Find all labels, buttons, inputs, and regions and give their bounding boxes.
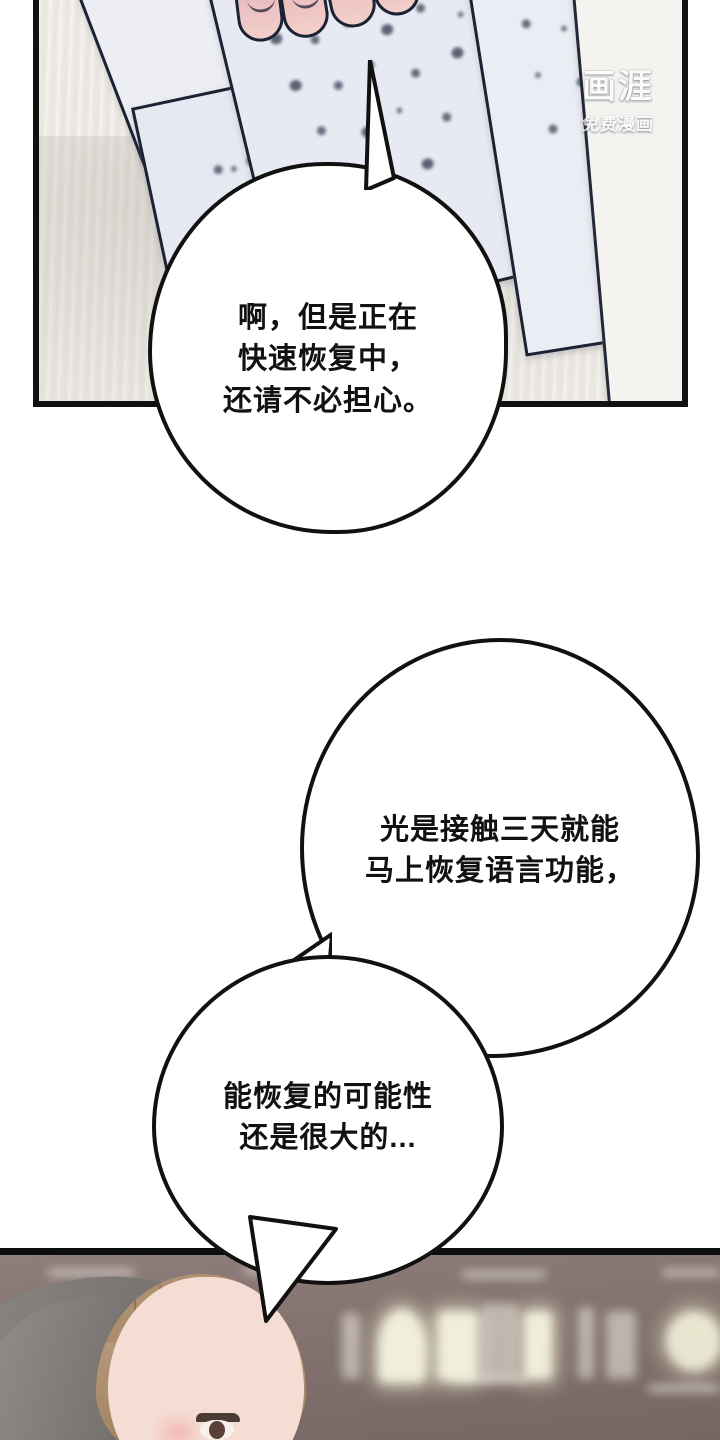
speech-bubble-3-text: 能恢复的可能性 还是很大的... [222,1080,433,1154]
bubble-1-tail [364,60,396,190]
character-eye [196,1413,240,1440]
bar-blurred-shelves [0,1255,720,1440]
speech-bubble-2-text: 光是接触三天就能 马上恢复语言功能， [364,813,635,887]
speech-bubble-1-text: 啊，但是正在 快速恢复中， 还请不必担心。 [222,302,433,417]
speech-bubble-1: 啊，但是正在 快速恢复中， 还请不必担心。 [148,162,508,534]
bubble-3-tail [248,1215,338,1323]
